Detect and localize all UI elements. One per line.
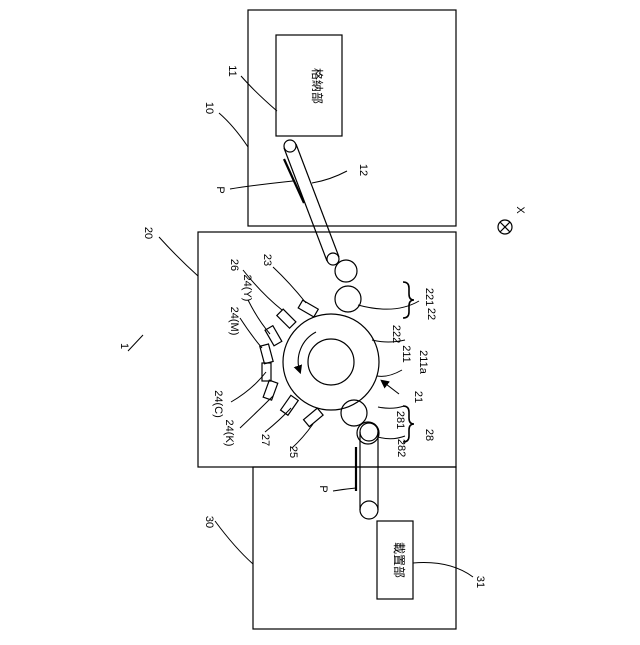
paper-on-feed-belt: [284, 159, 304, 203]
roller-221: [335, 260, 357, 282]
label-10: 10: [203, 102, 215, 114]
label-25: 25: [287, 446, 299, 458]
part-27: [281, 395, 299, 415]
part-25: [304, 408, 324, 426]
photosensitive-drum-outer: [283, 314, 379, 410]
label-282: 282: [395, 439, 407, 457]
label-24y: 24(Y): [241, 275, 253, 302]
label-26: 26: [228, 259, 240, 271]
storage-section-text: 格納部: [310, 68, 325, 104]
output-unit-frame: [253, 467, 456, 629]
roller-222: [335, 286, 361, 312]
storage-unit-frame: [248, 10, 456, 226]
label-27: 27: [259, 434, 271, 446]
charger-23: [298, 300, 318, 317]
feed-conveyor: [284, 140, 339, 265]
label-1: 1: [118, 343, 130, 349]
label-p-top: P: [214, 186, 226, 193]
leader-lines: [128, 76, 473, 577]
label-22: 22: [425, 308, 437, 320]
label-28: 28: [423, 429, 435, 441]
label-axis-x: X: [514, 206, 526, 214]
label-21: 21: [412, 391, 424, 403]
label-p-bottom: P: [317, 485, 329, 492]
label-24k: 24(K): [223, 420, 235, 447]
drum-rotation-arrow: [298, 332, 316, 372]
label-11: 11: [226, 65, 238, 76]
label-23: 23: [261, 254, 273, 266]
developer-24-k: [263, 380, 278, 400]
developer-24-y: [265, 326, 282, 346]
label-222: 222: [390, 325, 402, 343]
label-221: 221: [423, 288, 435, 306]
developer-24-c: [262, 363, 271, 381]
bracket-22: [403, 282, 414, 318]
direction-arrow: [382, 381, 399, 394]
label-24c: 24(C): [212, 390, 224, 418]
label-12: 12: [357, 164, 369, 176]
developer-24-m: [260, 344, 273, 364]
label-281: 281: [394, 411, 406, 429]
output-section-text: 載置部: [392, 542, 407, 578]
label-211a: 211a: [417, 350, 429, 375]
label-211: 211: [400, 345, 412, 363]
discharge-conveyor: [360, 423, 378, 519]
label-30: 30: [203, 516, 215, 528]
drum-shaft-inner: [308, 339, 354, 385]
label-20: 20: [142, 227, 154, 239]
cleaner-26: [277, 309, 296, 328]
storage-section-box: [276, 35, 342, 136]
label-31: 31: [474, 576, 486, 588]
label-24m: 24(M): [228, 307, 240, 336]
